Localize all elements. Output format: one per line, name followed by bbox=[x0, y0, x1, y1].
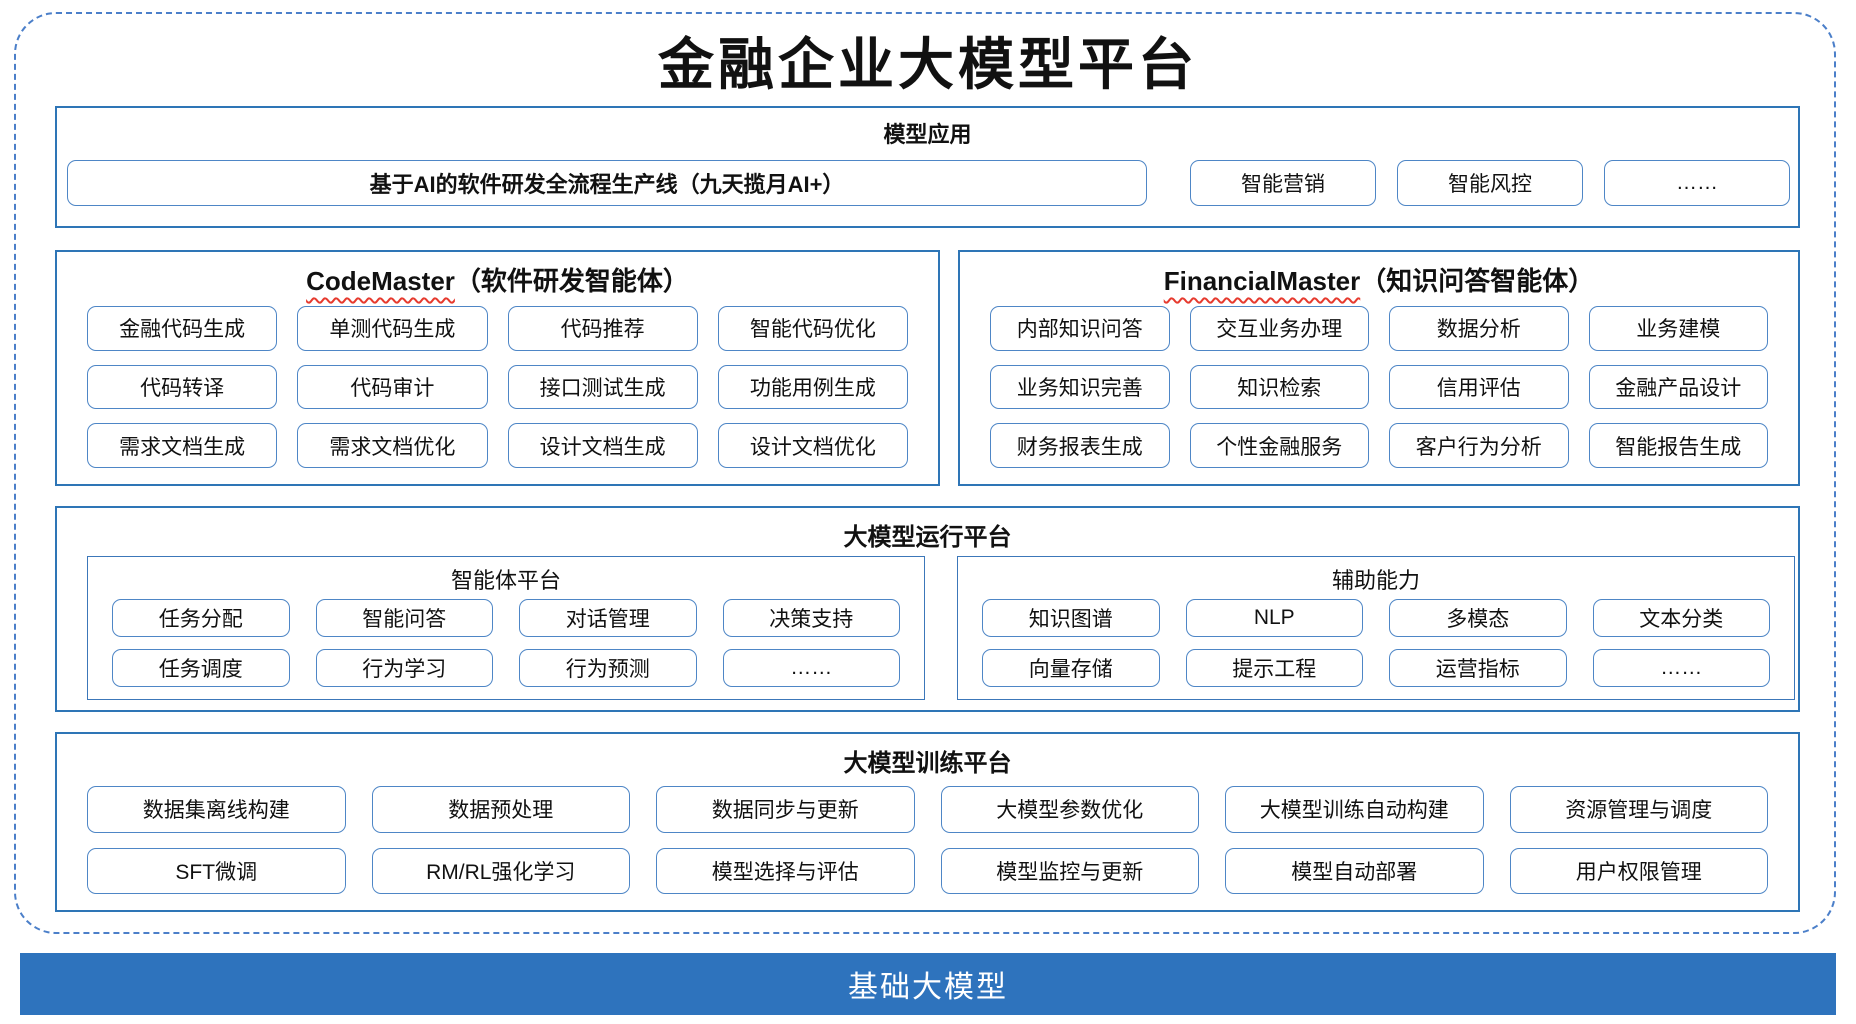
subpanel-auxiliary-capabilities: 辅助能力 知识图谱 NLP 多模态 文本分类 向量存储 提示工程 运营指标 …… bbox=[957, 556, 1795, 700]
diagram-node: NLP bbox=[1185, 599, 1363, 637]
diagram-node: 交互业务办理 bbox=[1189, 306, 1369, 351]
foundation-model-bar: 基础大模型 bbox=[20, 953, 1836, 1015]
model-applications-row: 基于AI的软件研发全流程生产线（九天揽月AI+） 智能营销 智能风控 …… bbox=[67, 160, 1790, 206]
node-ellipsis: …… bbox=[722, 649, 900, 687]
subpanel-agent-platform: 智能体平台 任务分配 智能问答 对话管理 决策支持 任务调度 行为学习 行为预测… bbox=[87, 556, 925, 700]
codemaster-title-en: CodeMaster bbox=[306, 266, 455, 296]
diagram-node: 金融产品设计 bbox=[1588, 364, 1768, 410]
diagram-node: SFT微调 bbox=[87, 847, 346, 894]
diagram-node: 数据预处理 bbox=[371, 786, 630, 833]
diagram-node: 提示工程 bbox=[1185, 649, 1363, 687]
diagram-node: 功能用例生成 bbox=[717, 364, 908, 410]
diagram-node: 大模型参数优化 bbox=[940, 786, 1199, 833]
agent-platform-grid: 任务分配 智能问答 对话管理 决策支持 任务调度 行为学习 行为预测 …… bbox=[112, 599, 900, 687]
diagram-node: 对话管理 bbox=[519, 599, 697, 637]
diagram-node: 运营指标 bbox=[1389, 649, 1567, 687]
node-ellipsis: …… bbox=[1592, 649, 1770, 687]
diagram-node: RM/RL强化学习 bbox=[371, 847, 630, 894]
diagram-node: 需求文档优化 bbox=[297, 423, 488, 468]
diagram-node: 智能代码优化 bbox=[717, 306, 908, 351]
diagram-node: 大模型训练自动构建 bbox=[1225, 786, 1484, 833]
diagram-node: 代码推荐 bbox=[507, 306, 698, 351]
diagram-node: 代码转译 bbox=[87, 364, 278, 410]
codemaster-title-zh: （软件研发智能体） bbox=[454, 266, 689, 296]
panel-model-applications: 模型应用 基于AI的软件研发全流程生产线（九天揽月AI+） 智能营销 智能风控 … bbox=[55, 106, 1800, 228]
diagram-node: 设计文档优化 bbox=[717, 423, 908, 468]
diagram-node: 接口测试生成 bbox=[507, 364, 698, 410]
panel-training-platform: 大模型训练平台 数据集离线构建 数据预处理 数据同步与更新 大模型参数优化 大模… bbox=[55, 732, 1800, 912]
codemaster-grid: 金融代码生成 单测代码生成 代码推荐 智能代码优化 代码转译 代码审计 接口测试… bbox=[87, 306, 908, 468]
diagram-node: 代码审计 bbox=[297, 364, 488, 410]
spacer bbox=[1168, 160, 1169, 206]
node-ai-software-production-line: 基于AI的软件研发全流程生产线（九天揽月AI+） bbox=[67, 160, 1147, 206]
diagram-node: 业务建模 bbox=[1588, 306, 1768, 351]
diagram-node: 知识检索 bbox=[1189, 364, 1369, 410]
node-smart-risk-control: 智能风控 bbox=[1397, 160, 1583, 206]
panel-runtime-heading: 大模型运行平台 bbox=[843, 524, 1012, 551]
diagram-node: 需求文档生成 bbox=[87, 423, 278, 468]
diagram-node: 财务报表生成 bbox=[990, 423, 1170, 468]
diagram-node: 任务调度 bbox=[112, 649, 290, 687]
diagram-node: 文本分类 bbox=[1592, 599, 1770, 637]
node-smart-marketing: 智能营销 bbox=[1190, 160, 1376, 206]
training-grid: 数据集离线构建 数据预处理 数据同步与更新 大模型参数优化 大模型训练自动构建 … bbox=[87, 786, 1768, 894]
financialmaster-title-zh: （知识问答智能体） bbox=[1360, 266, 1595, 296]
diagram-node: 智能报告生成 bbox=[1588, 423, 1768, 468]
auxiliary-grid: 知识图谱 NLP 多模态 文本分类 向量存储 提示工程 运营指标 …… bbox=[982, 599, 1770, 687]
diagram-node: 决策支持 bbox=[722, 599, 900, 637]
diagram-node: 信用评估 bbox=[1389, 364, 1569, 410]
panel-model-applications-heading: 模型应用 bbox=[883, 122, 972, 147]
diagram-node: 个性金融服务 bbox=[1189, 423, 1369, 468]
diagram-node: 数据同步与更新 bbox=[656, 786, 915, 833]
panel-financialmaster: FinancialMaster（知识问答智能体） 内部知识问答 交互业务办理 数… bbox=[958, 250, 1800, 486]
page-title: 金融企业大模型平台 bbox=[658, 32, 1198, 98]
diagram-node: 知识图谱 bbox=[982, 599, 1160, 637]
panel-financialmaster-heading: FinancialMaster（知识问答智能体） bbox=[960, 261, 1798, 298]
diagram-node: 行为预测 bbox=[519, 649, 697, 687]
diagram-node: 行为学习 bbox=[315, 649, 493, 687]
panel-codemaster: CodeMaster（软件研发智能体） 金融代码生成 单测代码生成 代码推荐 智… bbox=[55, 250, 940, 486]
diagram-node: 智能问答 bbox=[315, 599, 493, 637]
diagram-node: 资源管理与调度 bbox=[1509, 786, 1768, 833]
diagram-node: 数据集离线构建 bbox=[87, 786, 346, 833]
diagram-node: 用户权限管理 bbox=[1509, 847, 1768, 894]
diagram-node: 设计文档生成 bbox=[507, 423, 698, 468]
diagram-node: 多模态 bbox=[1389, 599, 1567, 637]
diagram-node: 向量存储 bbox=[982, 649, 1160, 687]
diagram-node: 金融代码生成 bbox=[87, 306, 278, 351]
diagram-node: 任务分配 bbox=[112, 599, 290, 637]
diagram-node: 模型监控与更新 bbox=[940, 847, 1199, 894]
panel-codemaster-heading: CodeMaster（软件研发智能体） bbox=[57, 261, 938, 298]
outer-dashed-border bbox=[14, 12, 1836, 934]
financialmaster-grid: 内部知识问答 交互业务办理 数据分析 业务建模 业务知识完善 知识检索 信用评估… bbox=[990, 306, 1768, 468]
diagram-node: 数据分析 bbox=[1389, 306, 1569, 351]
diagram-node: 客户行为分析 bbox=[1389, 423, 1569, 468]
diagram-node: 模型选择与评估 bbox=[656, 847, 915, 894]
diagram-node: 内部知识问答 bbox=[990, 306, 1170, 351]
diagram-node: 单测代码生成 bbox=[297, 306, 488, 351]
subpanel-agent-heading: 智能体平台 bbox=[450, 568, 561, 593]
node-ellipsis: …… bbox=[1604, 160, 1790, 206]
diagram-node: 业务知识完善 bbox=[990, 364, 1170, 410]
diagram-node: 模型自动部署 bbox=[1225, 847, 1484, 894]
financialmaster-title-en: FinancialMaster bbox=[1163, 266, 1361, 296]
panel-training-heading: 大模型训练平台 bbox=[843, 750, 1012, 777]
subpanel-auxiliary-heading: 辅助能力 bbox=[1331, 568, 1420, 593]
panel-runtime-platform: 大模型运行平台 智能体平台 任务分配 智能问答 对话管理 决策支持 任务调度 行… bbox=[55, 506, 1800, 712]
